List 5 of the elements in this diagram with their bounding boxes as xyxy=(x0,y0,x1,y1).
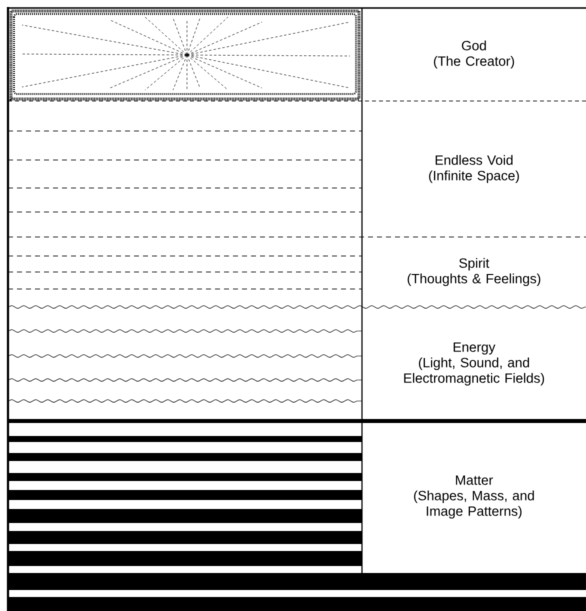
band-label: Matter (Shapes, Mass, and Image Patterns) xyxy=(414,475,534,519)
band-label: Energy (Light, Sound, and Electromagnetic Fields) xyxy=(404,342,544,386)
band-label: God (The Creator) xyxy=(434,40,514,69)
band-label: Endless Void (Infinite Space) xyxy=(429,154,519,184)
band-label: Spirit (Thoughts & Feelings) xyxy=(408,258,540,286)
